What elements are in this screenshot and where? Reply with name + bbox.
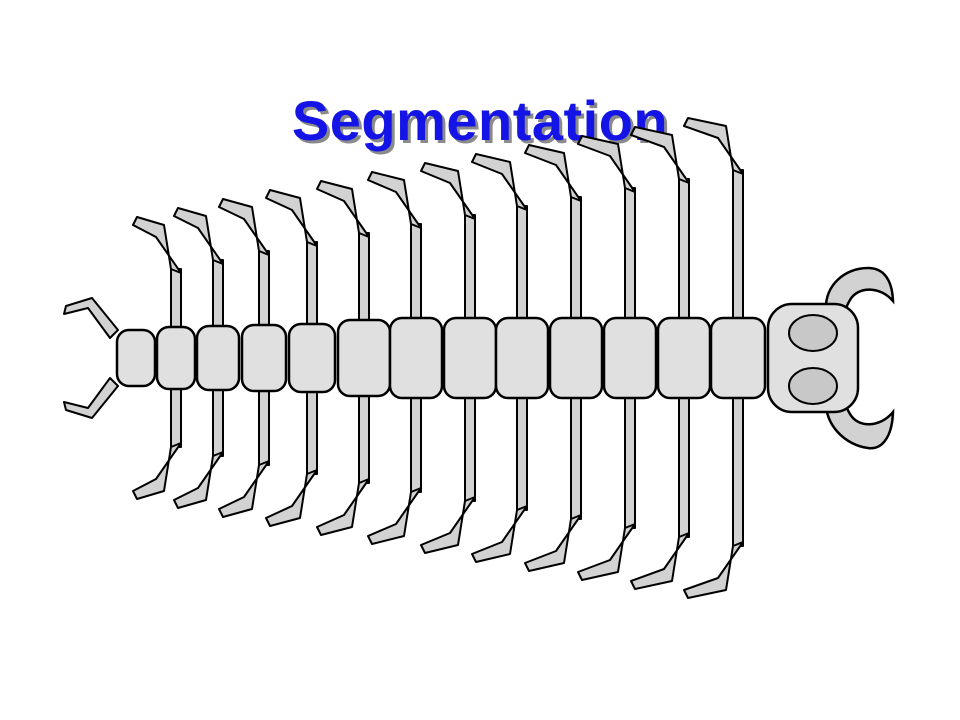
upper-leg-shaft (516, 205, 528, 323)
body-segments (115, 316, 767, 400)
lower-leg-shaft (464, 393, 476, 502)
upper-leg-tip (524, 144, 582, 202)
lower-leg-shaft (678, 393, 690, 538)
upper-leg-tip (630, 126, 690, 184)
upper-leg-tip (471, 153, 528, 211)
upper-leg-shaft (464, 214, 476, 323)
body-segment (494, 316, 550, 400)
lower-leg-tip (265, 469, 318, 527)
upper-leg-tip (173, 207, 224, 265)
lower-leg-tip (173, 451, 224, 509)
tail-cercus-lower (63, 377, 119, 419)
lower-leg-tip (132, 442, 182, 500)
lower-leg-shaft (624, 393, 636, 529)
upper-leg-shaft (410, 223, 422, 323)
legs-group (63, 117, 744, 599)
lower-leg-tip (577, 523, 636, 581)
upper-leg-shaft (570, 196, 582, 323)
head (766, 302, 860, 414)
lower-leg-shaft (410, 393, 422, 493)
lower-leg-shaft (212, 385, 224, 457)
lower-leg-shaft (170, 384, 182, 448)
upper-leg-tip (218, 198, 270, 256)
body-segment (656, 316, 712, 400)
upper-leg-tip (265, 189, 318, 247)
lower-leg-tip (316, 478, 370, 536)
body-segment (155, 325, 197, 391)
lower-leg-tip (420, 496, 476, 554)
upper-leg-shaft (306, 241, 318, 329)
lower-eye-icon (788, 367, 838, 405)
lower-leg-tip (630, 532, 690, 590)
lower-leg-shaft (358, 391, 370, 484)
lower-leg-tip (218, 460, 270, 518)
upper-leg-shaft (170, 268, 182, 332)
upper-leg-tip (577, 135, 636, 193)
tail-cercus-upper (63, 297, 119, 339)
body-segment (548, 316, 604, 400)
lower-leg-shaft (258, 386, 270, 466)
upper-leg-shaft (732, 169, 744, 323)
upper-leg-tip (132, 216, 182, 274)
body-segment (115, 328, 157, 388)
body-segment (195, 324, 241, 392)
upper-leg-shaft (212, 259, 224, 331)
body-segment (388, 316, 444, 400)
upper-leg-tip (420, 162, 476, 220)
lower-leg-shaft (570, 393, 582, 520)
lower-leg-tip (524, 514, 582, 572)
upper-leg-tip (316, 180, 370, 238)
upper-leg-tip (683, 117, 744, 175)
upper-leg-shaft (258, 250, 270, 330)
body-segment (442, 316, 498, 400)
lower-leg-shaft (306, 387, 318, 475)
body-segment (602, 316, 658, 400)
lower-leg-tip (683, 541, 744, 599)
upper-leg-shaft (624, 187, 636, 323)
body-segment (240, 323, 288, 393)
lower-leg-shaft (516, 393, 528, 511)
body-segment (709, 316, 767, 400)
upper-leg-shaft (358, 232, 370, 325)
upper-leg-shaft (678, 178, 690, 323)
lower-leg-shaft (732, 393, 744, 547)
body-segment (287, 322, 337, 394)
lower-leg-tip (471, 505, 528, 563)
upper-leg-tip (367, 171, 422, 229)
lower-leg-tip (367, 487, 422, 545)
body-segment (336, 318, 392, 398)
upper-eye-icon (788, 314, 838, 352)
